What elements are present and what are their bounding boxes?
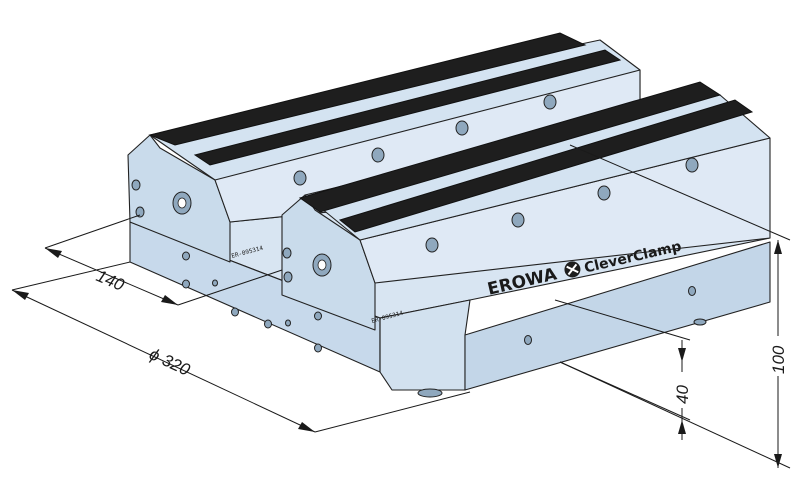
base-hole bbox=[182, 251, 190, 261]
base-hole bbox=[212, 279, 218, 287]
base-hole bbox=[285, 319, 291, 327]
dim-label-bg bbox=[672, 372, 692, 408]
dim-ext bbox=[569, 144, 791, 241]
front-rail-2 bbox=[338, 99, 754, 233]
base-hole bbox=[524, 335, 532, 345]
front-rail-1 bbox=[298, 81, 722, 213]
front-clamp-block: ER-095314 bbox=[281, 81, 771, 331]
side-hole bbox=[425, 237, 439, 253]
arrow-head bbox=[774, 240, 782, 254]
dim-40-label: 40 bbox=[673, 385, 692, 404]
foot-1 bbox=[417, 388, 443, 398]
rear-rail-2 bbox=[193, 49, 622, 166]
foot-2 bbox=[693, 318, 707, 326]
dim-140-label: 140 bbox=[93, 266, 127, 295]
side-hole bbox=[455, 120, 469, 136]
base-hole bbox=[688, 286, 696, 296]
dim-ext bbox=[554, 299, 691, 341]
base-right-face bbox=[464, 241, 771, 391]
base-hole bbox=[314, 343, 322, 353]
arrow-head bbox=[678, 348, 686, 362]
arrow-head bbox=[45, 248, 62, 258]
arrow-head bbox=[774, 454, 782, 468]
end-bore-inner bbox=[317, 259, 327, 271]
arrow-head bbox=[298, 422, 315, 432]
end-bore-inner bbox=[177, 197, 187, 209]
dim-ext bbox=[177, 269, 283, 306]
dim-140-line bbox=[44, 247, 179, 306]
dim-ext bbox=[314, 391, 471, 433]
side-hole bbox=[685, 157, 699, 173]
dim-ext bbox=[44, 214, 141, 249]
arrow-head bbox=[161, 295, 178, 305]
dim-100-label: 100 bbox=[769, 345, 788, 374]
base-hole bbox=[231, 307, 239, 317]
side-hole bbox=[597, 185, 611, 201]
end-hole bbox=[131, 179, 141, 191]
dim-ext bbox=[559, 361, 791, 469]
side-hole bbox=[371, 147, 385, 163]
dim-320-line bbox=[11, 289, 316, 433]
dim-label-bg bbox=[768, 336, 788, 376]
end-hole bbox=[283, 271, 293, 283]
erowa-logo-icon bbox=[564, 261, 581, 278]
base-hole bbox=[314, 311, 322, 321]
side-hole bbox=[511, 212, 525, 228]
base-hole bbox=[182, 279, 190, 289]
side-hole bbox=[543, 94, 557, 110]
arrow-head bbox=[12, 290, 29, 300]
base-hole bbox=[264, 319, 272, 329]
dimension-lines: 140 ϕ 320 40 100 bbox=[11, 144, 791, 469]
end-hole bbox=[282, 247, 292, 259]
rear-rail-1 bbox=[148, 32, 587, 146]
arrow-head bbox=[678, 420, 686, 434]
dim-ext bbox=[11, 261, 131, 291]
end-hole bbox=[135, 206, 145, 218]
side-hole bbox=[293, 170, 307, 186]
dim-label-bg bbox=[138, 324, 222, 382]
